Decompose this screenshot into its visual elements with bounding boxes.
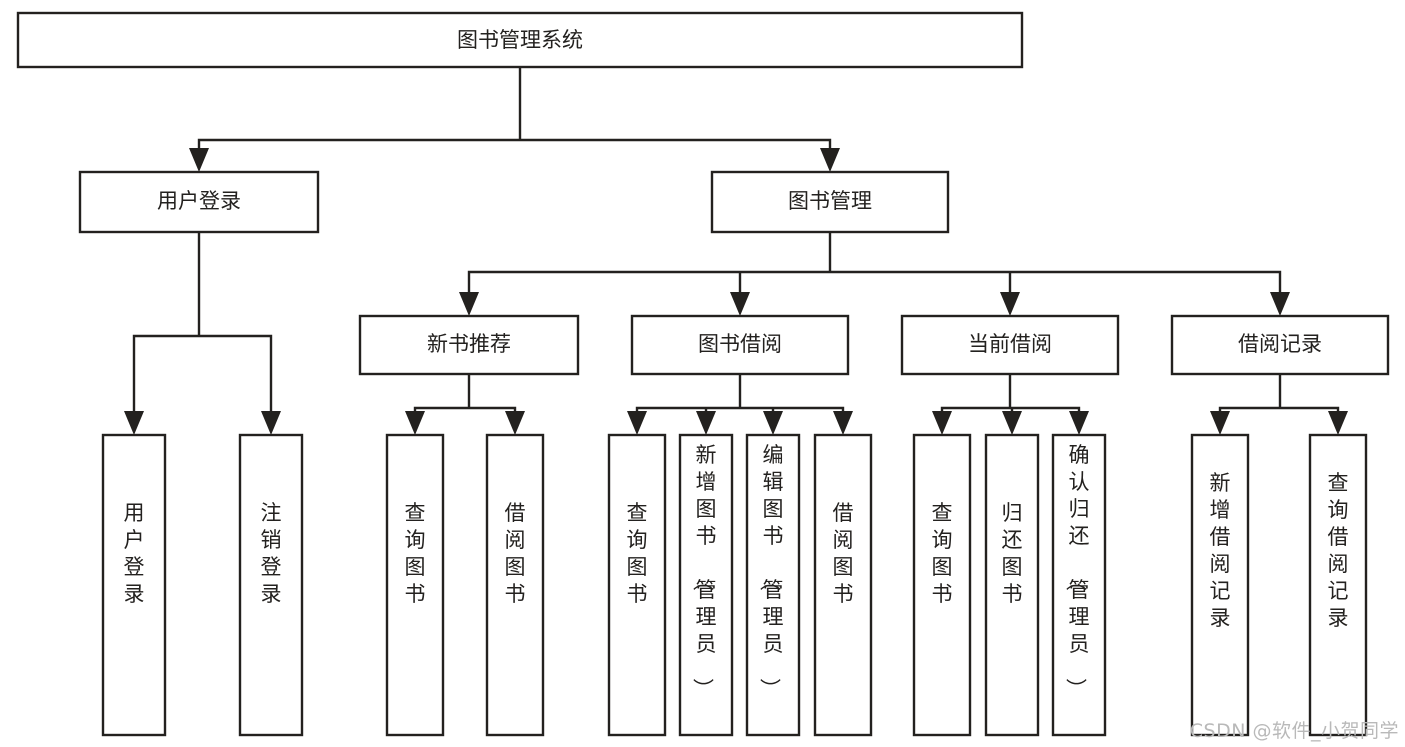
leaf-query-record-box[interactable]	[1308, 433, 1368, 737]
edge-borrowrecord-trunk	[1218, 372, 1340, 417]
leaf-add-record-box[interactable]	[1190, 433, 1250, 737]
leaves-layer: 用户登录 注销登录 查询图书 借阅图书 查询图书 新增图书（管理员）	[101, 433, 1368, 737]
arrow-to-current-borrow	[1000, 292, 1020, 316]
leaf-user-login-label: 用户登录	[124, 501, 145, 606]
leaf-logout-label: 注销登录	[261, 501, 282, 606]
current-borrow-box[interactable]	[900, 314, 1120, 376]
node-leaf-confirm-return[interactable]: 确认归还（管理员）	[1051, 433, 1107, 737]
root-box[interactable]	[16, 11, 1024, 69]
arrow-to-new-book-rec	[459, 292, 479, 316]
arrow-to-leaf-query-book-3	[932, 411, 952, 435]
node-book-manage[interactable]: 图书管理	[710, 170, 950, 234]
node-leaf-return-book[interactable]: 归还图书	[984, 433, 1040, 737]
leaf-borrow-book-1-label: 借阅图书	[505, 501, 526, 606]
node-leaf-add-book[interactable]: 新增图书（管理员）	[678, 433, 734, 737]
node-leaf-add-record[interactable]: 新增借阅记录	[1190, 433, 1250, 737]
arrow-to-leaf-edit-book	[763, 411, 783, 435]
node-leaf-logout[interactable]: 注销登录	[238, 433, 304, 737]
new-book-rec-label: 新书推荐	[427, 332, 511, 356]
leaf-query-book-3-box[interactable]	[912, 433, 972, 737]
arrow-to-leaf-logout	[261, 411, 281, 435]
node-borrow-record[interactable]: 借阅记录	[1170, 314, 1390, 376]
arrow-to-leaf-return-book	[1002, 411, 1022, 435]
arrow-to-book-manage	[820, 148, 840, 172]
node-user-login[interactable]: 用户登录	[78, 170, 320, 234]
node-root[interactable]: 图书管理系统	[16, 11, 1024, 69]
edge-currentborrow-trunk	[940, 372, 1081, 417]
edge-userlogin-trunk	[132, 230, 273, 417]
current-borrow-label: 当前借阅	[968, 332, 1052, 356]
leaf-add-record-label: 新增借阅记录	[1210, 471, 1231, 630]
user-login-label: 用户登录	[157, 189, 241, 213]
arrow-to-borrow-record	[1270, 292, 1290, 316]
node-leaf-query-record[interactable]: 查询借阅记录	[1308, 433, 1368, 737]
leaf-edit-book-label: 编辑图书（管理员）	[758, 443, 784, 699]
edge-newbookrec-trunk	[413, 372, 517, 417]
new-book-rec-box[interactable]	[358, 314, 580, 376]
leaf-return-book-label: 归还图书	[1002, 501, 1023, 606]
node-leaf-borrow-book-2[interactable]: 借阅图书	[813, 433, 873, 737]
node-leaf-query-book-2[interactable]: 查询图书	[607, 433, 667, 737]
leaf-add-book-label: 新增图书（管理员）	[691, 443, 717, 699]
edge-bookmanage-trunk	[467, 230, 1282, 298]
leaf-logout-box[interactable]	[238, 433, 304, 737]
book-manage-box[interactable]	[710, 170, 950, 234]
csdn-watermark: CSDN @软件_小贺同学	[1189, 720, 1399, 742]
leaf-user-login-box[interactable]	[101, 433, 167, 737]
arrow-to-leaf-query-book-1	[405, 411, 425, 435]
node-current-borrow[interactable]: 当前借阅	[900, 314, 1120, 376]
leaf-edit-book-box[interactable]	[745, 433, 801, 737]
arrow-to-leaf-borrow-book-2	[833, 411, 853, 435]
arrow-to-user-login	[189, 148, 209, 172]
node-leaf-query-book-1[interactable]: 查询图书	[385, 433, 445, 737]
leaf-query-book-2-box[interactable]	[607, 433, 667, 737]
root-label: 图书管理系统	[457, 28, 583, 52]
book-borrow-box[interactable]	[630, 314, 850, 376]
leaf-borrow-book-1-box[interactable]	[485, 433, 545, 737]
user-login-box[interactable]	[78, 170, 320, 234]
edges-layer	[124, 65, 1348, 435]
arrow-to-leaf-add-record	[1210, 411, 1230, 435]
node-leaf-query-book-3[interactable]: 查询图书	[912, 433, 972, 737]
leaf-query-book-1-label: 查询图书	[405, 501, 426, 606]
node-leaf-edit-book[interactable]: 编辑图书（管理员）	[745, 433, 801, 737]
leaf-query-book-1-box[interactable]	[385, 433, 445, 737]
leaf-borrow-book-2-label: 借阅图书	[833, 501, 854, 606]
arrow-to-leaf-confirm-return	[1069, 411, 1089, 435]
borrow-record-box[interactable]	[1170, 314, 1390, 376]
node-leaf-borrow-book-1[interactable]: 借阅图书	[485, 433, 545, 737]
borrow-record-label: 借阅记录	[1238, 332, 1322, 356]
leaf-confirm-return-box[interactable]	[1051, 433, 1107, 737]
node-book-borrow[interactable]: 图书借阅	[630, 314, 850, 376]
leaf-add-book-box[interactable]	[678, 433, 734, 737]
arrow-to-leaf-add-book	[696, 411, 716, 435]
leaf-borrow-book-2-box[interactable]	[813, 433, 873, 737]
edge-root-trunk	[197, 65, 832, 152]
arrow-to-leaf-query-book-2	[627, 411, 647, 435]
book-borrow-label: 图书借阅	[698, 332, 782, 356]
arrow-to-leaf-borrow-book-1	[505, 411, 525, 435]
book-manage-label: 图书管理	[788, 189, 872, 213]
leaf-query-book-3-label: 查询图书	[932, 501, 953, 606]
arrow-to-book-borrow	[730, 292, 750, 316]
arrow-to-leaf-user-login	[124, 411, 144, 435]
leaf-confirm-return-label: 确认归还（管理员）	[1064, 443, 1090, 699]
leaf-query-book-2-label: 查询图书	[627, 501, 648, 606]
arrow-to-leaf-query-record	[1328, 411, 1348, 435]
node-leaf-user-login[interactable]: 用户登录	[101, 433, 167, 737]
node-new-book-rec[interactable]: 新书推荐	[358, 314, 580, 376]
leaf-query-record-label: 查询借阅记录	[1328, 471, 1349, 630]
leaf-return-book-box[interactable]	[984, 433, 1040, 737]
edge-bookborrow-trunk	[635, 372, 845, 417]
